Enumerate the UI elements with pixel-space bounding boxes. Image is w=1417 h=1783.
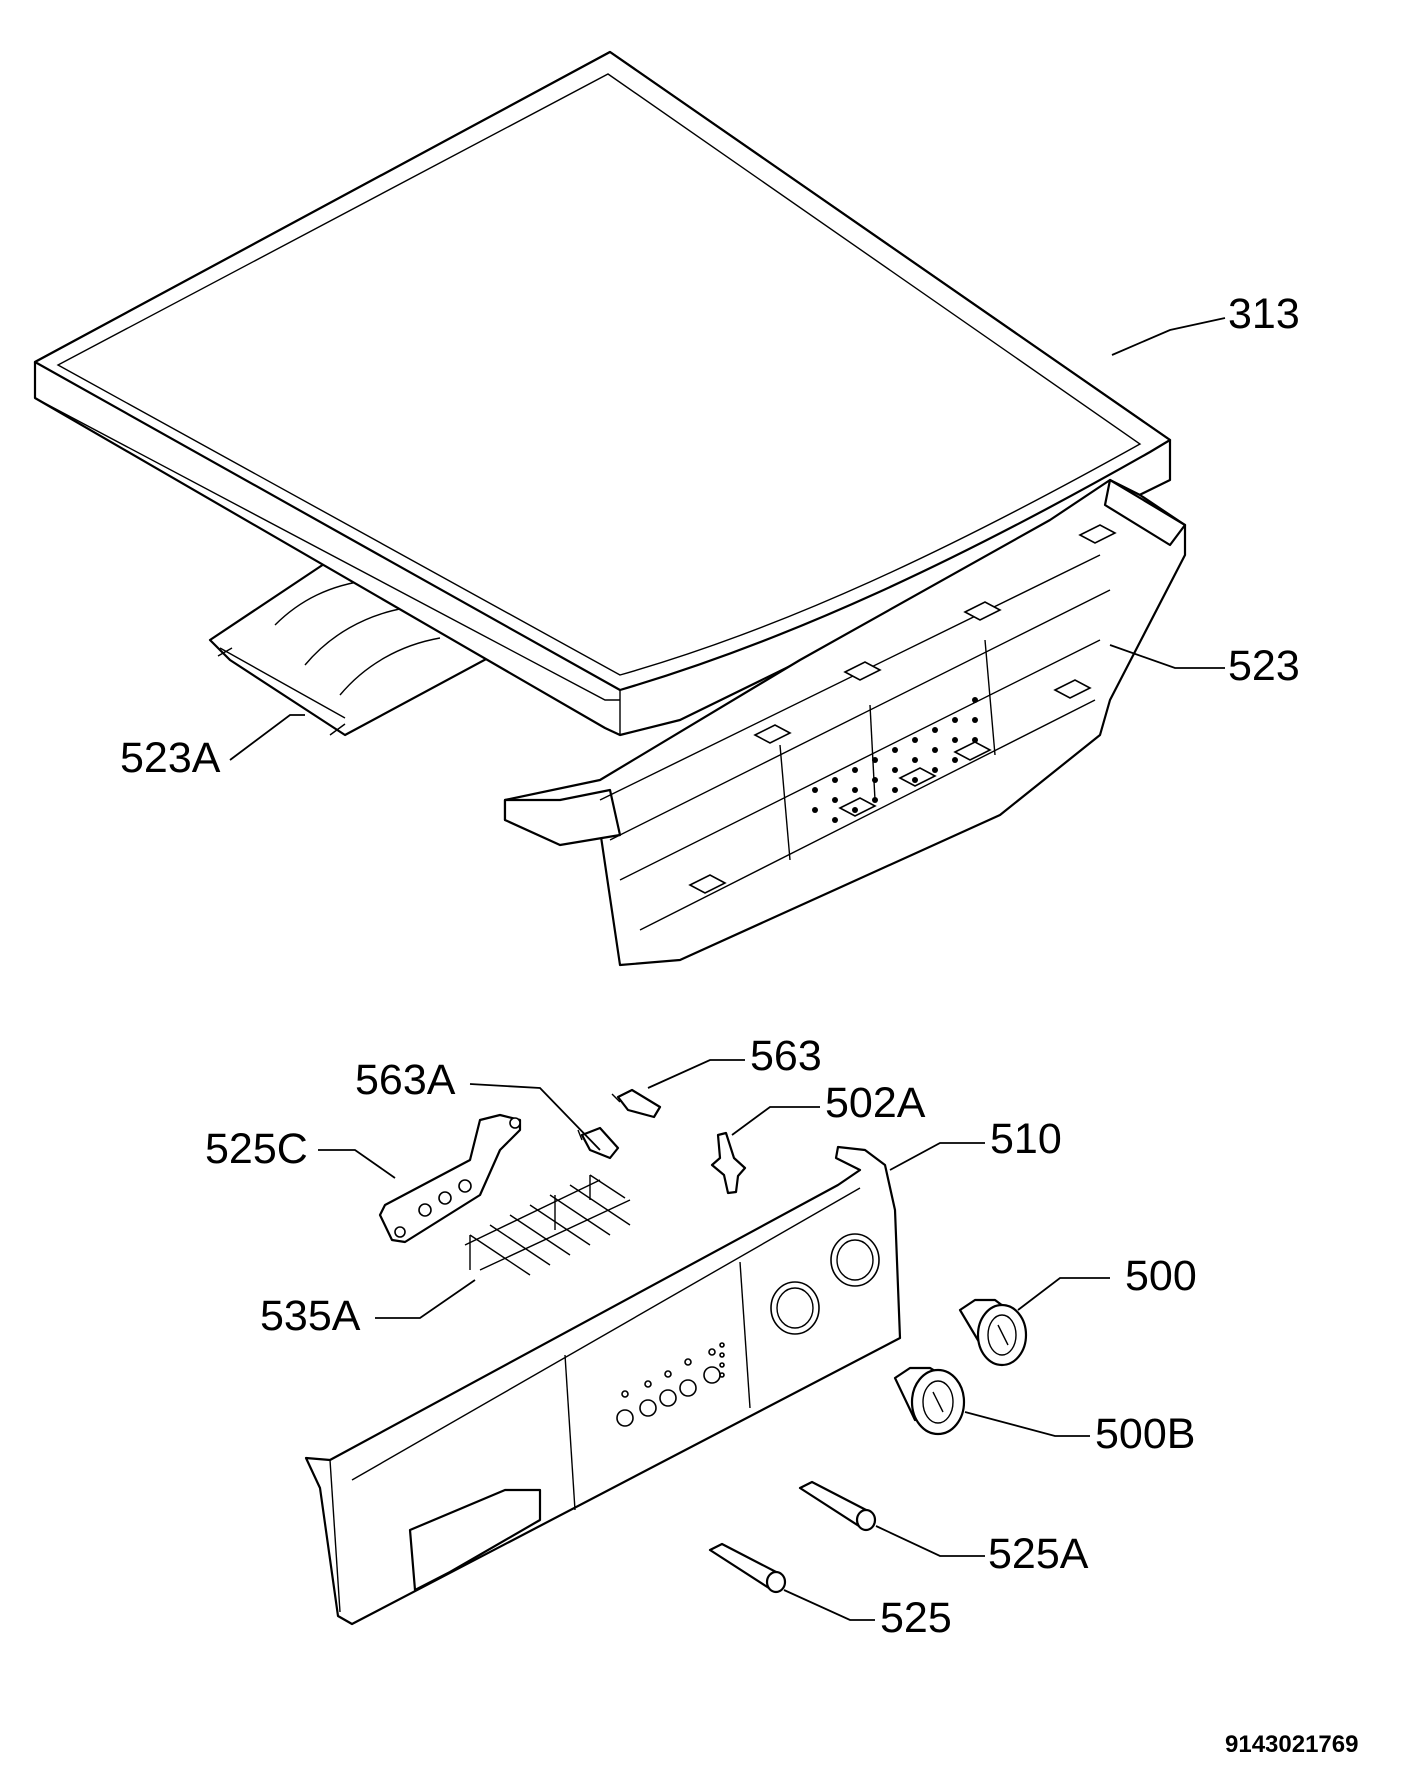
part-525C-bracket	[378, 1113, 522, 1244]
part-500-knob	[958, 1298, 1028, 1367]
label-502A: 502A	[825, 1079, 926, 1127]
label-523A: 523A	[120, 734, 221, 782]
label-313: 313	[1228, 290, 1300, 338]
document-number: 9143021769	[1225, 1731, 1358, 1758]
label-563A: 563A	[355, 1056, 456, 1104]
label-563: 563	[750, 1032, 822, 1080]
part-563-pin	[611, 1088, 662, 1119]
part-502A-lever	[710, 1131, 747, 1195]
part-labels: 313 523 523A 563 563A 502A 510 525C 535A…	[120, 290, 1358, 1758]
part-563A-pin	[577, 1126, 620, 1160]
part-500B-knob	[893, 1366, 966, 1436]
label-510: 510	[990, 1115, 1062, 1163]
part-525-push-button	[708, 1542, 787, 1594]
label-500B: 500B	[1095, 1410, 1195, 1458]
label-525A: 525A	[988, 1530, 1089, 1578]
label-525C: 525C	[205, 1125, 308, 1173]
part-510-control-panel	[304, 1145, 902, 1626]
label-535A: 535A	[260, 1292, 361, 1340]
part-313-lid	[33, 50, 1172, 737]
label-525: 525	[880, 1594, 952, 1642]
part-535A-light-pipes	[464, 1174, 631, 1276]
label-523: 523	[1228, 642, 1300, 690]
label-500: 500	[1125, 1252, 1197, 1300]
part-525A-push-button	[798, 1480, 877, 1532]
leader-lines	[229, 317, 1226, 1621]
part-523-frame	[503, 478, 1187, 967]
